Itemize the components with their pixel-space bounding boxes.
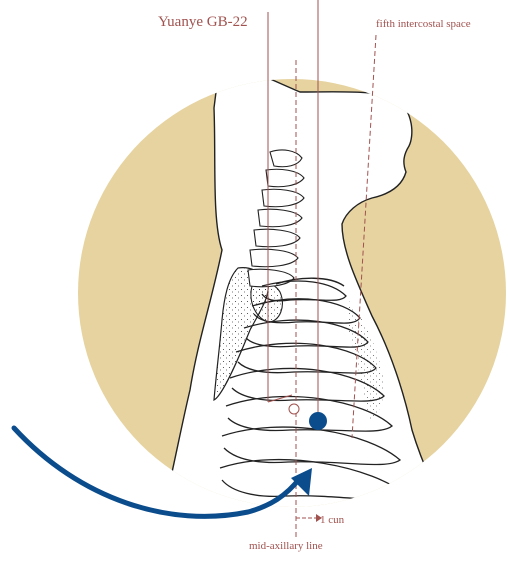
axillary-label: mid-axillary line (249, 540, 323, 552)
acupoint-marker (309, 412, 327, 430)
reference-point (289, 404, 299, 414)
distance-label: 1 cun (320, 514, 344, 526)
intercostal-label: fifth intercostal space (376, 18, 471, 30)
point-title: Yuanye GB-22 (158, 14, 248, 31)
